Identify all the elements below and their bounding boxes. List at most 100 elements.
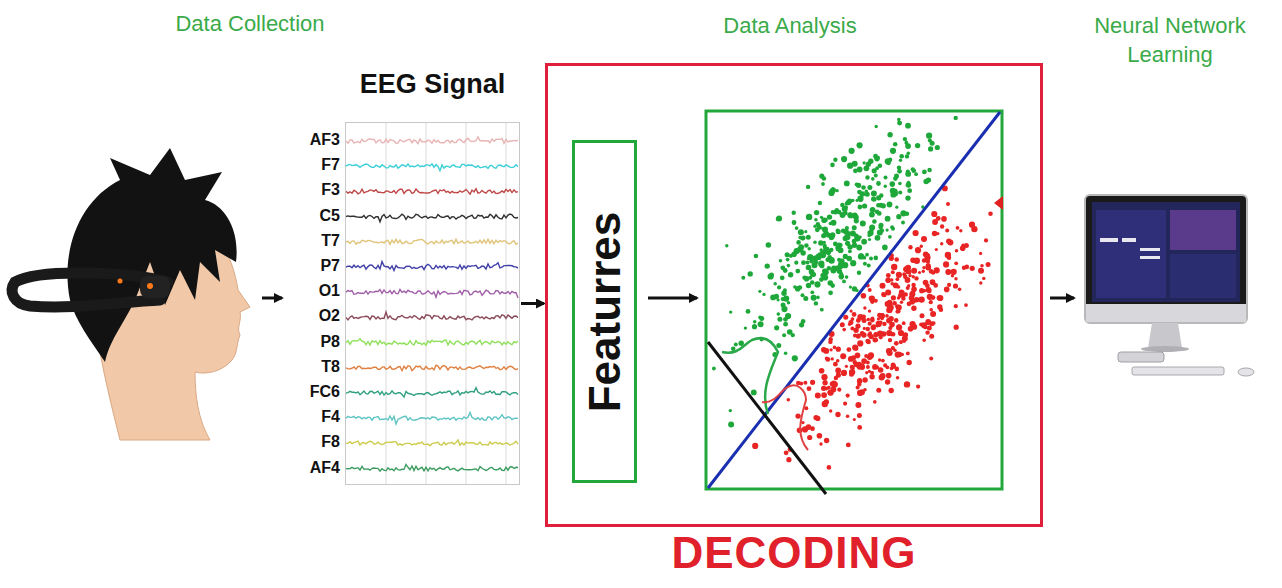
data-dot	[932, 219, 938, 225]
data-dot	[866, 365, 870, 369]
data-dot	[857, 196, 863, 202]
data-dot	[958, 288, 962, 292]
data-dot	[879, 335, 883, 339]
data-dot	[815, 392, 821, 398]
eeg-trace	[346, 164, 518, 171]
ui-bar	[1100, 238, 1118, 242]
data-dot	[898, 182, 902, 186]
data-dot	[891, 295, 896, 300]
data-dot	[921, 236, 927, 242]
data-dot	[945, 269, 951, 275]
data-dot	[829, 257, 834, 262]
data-dot	[887, 132, 892, 137]
data-dot	[880, 283, 886, 289]
data-dot	[838, 247, 844, 253]
data-dot	[842, 262, 848, 268]
data-dot	[908, 245, 912, 249]
data-dot	[821, 374, 827, 380]
data-dot	[905, 195, 910, 200]
data-dot	[943, 261, 949, 267]
data-dot	[734, 343, 738, 347]
data-dot	[817, 433, 823, 439]
data-dot	[886, 273, 891, 278]
data-dot	[820, 216, 823, 219]
data-dot	[806, 283, 811, 288]
data-dot	[712, 367, 716, 371]
data-dot	[787, 264, 791, 268]
data-dot	[936, 232, 939, 235]
channel-name: AF4	[270, 458, 340, 478]
data-dot	[868, 322, 872, 326]
data-dot	[857, 340, 863, 346]
grid-line	[466, 123, 467, 484]
data-dot	[845, 275, 849, 279]
window	[1170, 254, 1236, 298]
data-dot	[806, 235, 811, 240]
data-dot	[794, 248, 800, 254]
data-dot	[815, 416, 820, 421]
data-dot	[836, 189, 839, 192]
data-dot	[766, 242, 772, 248]
eeg-trace	[346, 214, 518, 222]
data-dot	[741, 276, 745, 280]
data-dot	[896, 272, 902, 278]
data-dot	[867, 185, 872, 190]
data-dot	[929, 308, 933, 312]
ui-bar	[1140, 248, 1160, 251]
arrow	[648, 297, 697, 300]
data-dot	[927, 326, 932, 331]
data-dot	[788, 272, 793, 277]
data-dot	[934, 267, 940, 273]
data-dot	[814, 210, 819, 215]
data-dot	[795, 413, 800, 418]
scatter-plot	[706, 111, 1003, 494]
data-dot	[937, 304, 942, 309]
data-dot	[852, 161, 858, 167]
data-dot	[752, 324, 757, 329]
data-dot	[980, 264, 984, 268]
data-dot	[879, 374, 885, 380]
data-dot	[897, 121, 901, 125]
data-dot	[853, 418, 856, 421]
data-dot	[824, 269, 828, 273]
data-dot	[882, 322, 886, 326]
data-dot	[823, 241, 826, 244]
data-dot	[847, 212, 852, 217]
data-dot	[897, 166, 901, 170]
channel-name: F3	[270, 180, 340, 200]
data-dot	[830, 232, 836, 238]
data-dot	[894, 173, 899, 178]
data-dot	[825, 257, 830, 262]
data-dot	[801, 260, 806, 265]
data-dot	[954, 277, 957, 280]
data-dot	[792, 355, 798, 361]
data-dot	[926, 177, 931, 182]
channel-name: T7	[270, 231, 340, 251]
data-dot	[793, 285, 797, 289]
data-dot	[923, 289, 927, 293]
data-dot	[894, 341, 899, 346]
data-dot	[874, 156, 880, 162]
data-dot	[911, 306, 916, 311]
data-dot	[858, 253, 864, 259]
data-dot	[847, 347, 852, 352]
data-dot	[876, 181, 881, 186]
data-dot	[876, 388, 881, 393]
data-dot	[770, 295, 776, 301]
data-dot	[885, 379, 890, 384]
data-dot	[886, 229, 889, 232]
data-dot	[888, 316, 893, 321]
data-dot	[811, 295, 817, 301]
data-dot	[807, 435, 812, 440]
channel-name: AF3	[270, 130, 340, 150]
mac-mini	[1118, 352, 1164, 362]
data-dot	[765, 263, 770, 268]
data-dot	[746, 309, 751, 314]
data-dot	[888, 338, 892, 342]
data-dot	[916, 385, 920, 389]
data-dot	[871, 191, 877, 197]
data-dot	[846, 394, 850, 398]
data-dot	[882, 245, 888, 251]
data-dot	[945, 252, 951, 258]
data-dot	[930, 311, 936, 317]
